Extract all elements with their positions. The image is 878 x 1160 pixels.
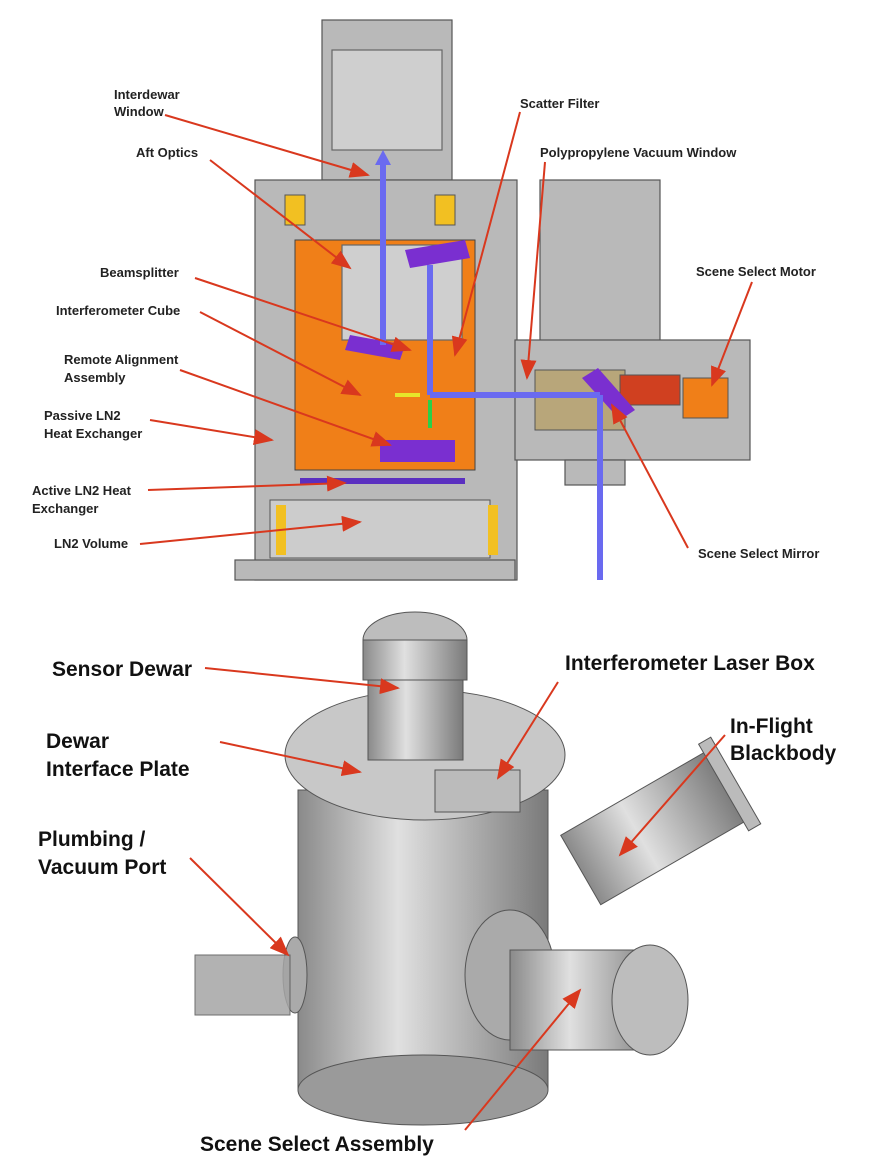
label-passive-ln2-2: Heat Exchanger: [44, 426, 142, 441]
label-sensor-dewar: Sensor Dewar: [52, 658, 192, 681]
label-passive-ln2-1: Passive LN2: [44, 408, 121, 423]
top-labels: Interdewar Window Aft Optics Beamsplitte…: [32, 87, 819, 561]
ln2-volume-tank: [269, 499, 491, 559]
optical-beam-path: [380, 160, 603, 580]
label-interdewar-window-1: Interdewar: [114, 87, 180, 102]
label-plumbing-1: Plumbing /: [38, 828, 145, 851]
label-beamsplitter: Beamsplitter: [100, 265, 179, 280]
laser-box: [434, 769, 521, 813]
blackbody-housing: [539, 179, 661, 351]
label-interferometer-cube: Interferometer Cube: [56, 303, 180, 318]
label-aft-optics: Aft Optics: [136, 145, 198, 160]
label-scene-select-mirror: Scene Select Mirror: [698, 546, 819, 561]
blackbody-cylinder: [560, 736, 762, 906]
label-polypropylene-window: Polypropylene Vacuum Window: [540, 145, 737, 160]
label-ln2-volume: LN2 Volume: [54, 536, 128, 551]
label-blackbody-2: Blackbody: [730, 742, 837, 765]
label-plumbing-2: Vacuum Port: [38, 856, 166, 879]
label-scene-select-assembly: Scene Select Assembly: [200, 1133, 434, 1156]
exterior-view: [194, 611, 762, 1126]
label-active-ln2-1: Active LN2 Heat: [32, 483, 132, 498]
label-remote-alignment-1: Remote Alignment: [64, 352, 179, 367]
label-active-ln2-2: Exchanger: [32, 501, 98, 516]
label-scene-select-motor: Scene Select Motor: [696, 264, 816, 279]
label-remote-alignment-2: Assembly: [64, 370, 126, 385]
label-scatter-filter: Scatter Filter: [520, 96, 599, 111]
label-dewar-plate-2: Interface Plate: [46, 758, 190, 781]
label-interdewar-window-2: Window: [114, 104, 165, 119]
active-heat-exchanger: [300, 478, 465, 484]
label-laser-box: Interferometer Laser Box: [565, 652, 815, 675]
cross-section-view: [234, 19, 751, 581]
label-dewar-plate-1: Dewar: [46, 730, 109, 753]
bottom-labels: Sensor Dewar Interferometer Laser Box De…: [38, 652, 837, 1156]
label-blackbody-1: In-Flight: [730, 715, 813, 738]
